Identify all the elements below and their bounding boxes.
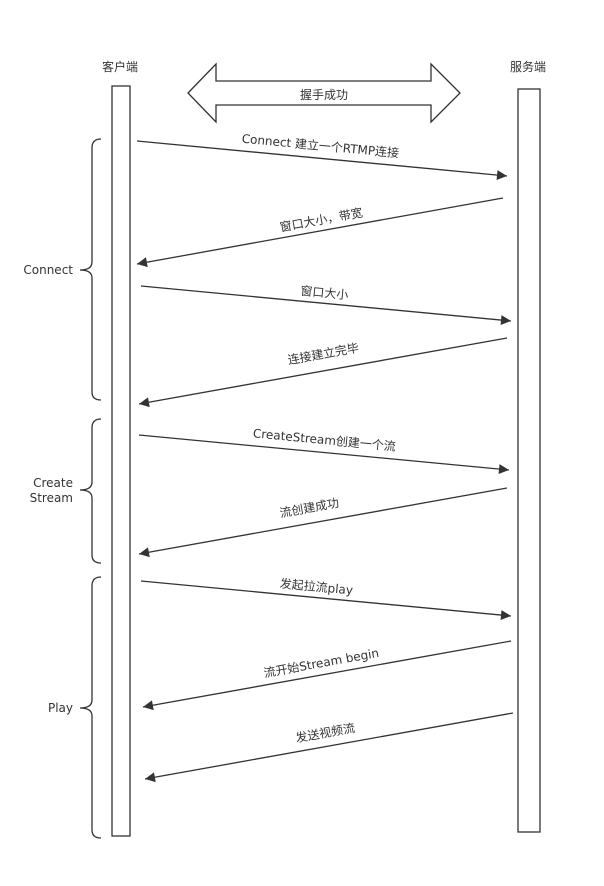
message-label-connect-done: 连接建立完毕 [286,340,360,368]
message-label-video-stream: 发送视频流 [294,720,356,745]
server-title: 服务端 [510,59,546,74]
message-label-connect: Connect 建立一个RTMP连接 [241,131,400,161]
message-arrow-connect-done [138,337,508,408]
message-label-create-stream: CreateStream创建一个流 [252,426,396,453]
handshake-label: 握手成功 [300,87,348,102]
phase-label-play: Play [48,701,73,715]
message-label-play: 发起拉流play [279,576,354,598]
client-title: 客户端 [102,59,138,74]
message-arrow-create-stream [138,434,510,475]
connect-phase-brace [79,138,102,401]
message-arrow-connect [136,140,508,181]
play-phase-brace [79,576,102,839]
message-arrow-play [140,580,512,621]
create-stream-phase-brace [79,418,102,564]
message-arrow-window-bandwidth [136,197,504,268]
phase-label-create-stream-line2: Stream [30,491,73,505]
phase-label-connect: Connect [23,263,73,277]
phase-label-create-stream-line1: Create [33,476,73,490]
client-lifeline [111,85,131,837]
message-arrow-stream-begin [142,640,512,711]
message-arrow-video-stream [144,712,514,783]
message-label-window-size: 窗口大小 [300,284,349,302]
handshake-double-arrow [187,62,461,124]
message-arrow-stream-created [138,487,508,558]
message-label-window-bandwidth: 窗口大小，带宽 [279,205,364,235]
message-arrow-window-size [140,285,512,326]
server-lifeline [517,88,541,833]
message-label-stream-created: 流创建成功 [279,496,341,520]
